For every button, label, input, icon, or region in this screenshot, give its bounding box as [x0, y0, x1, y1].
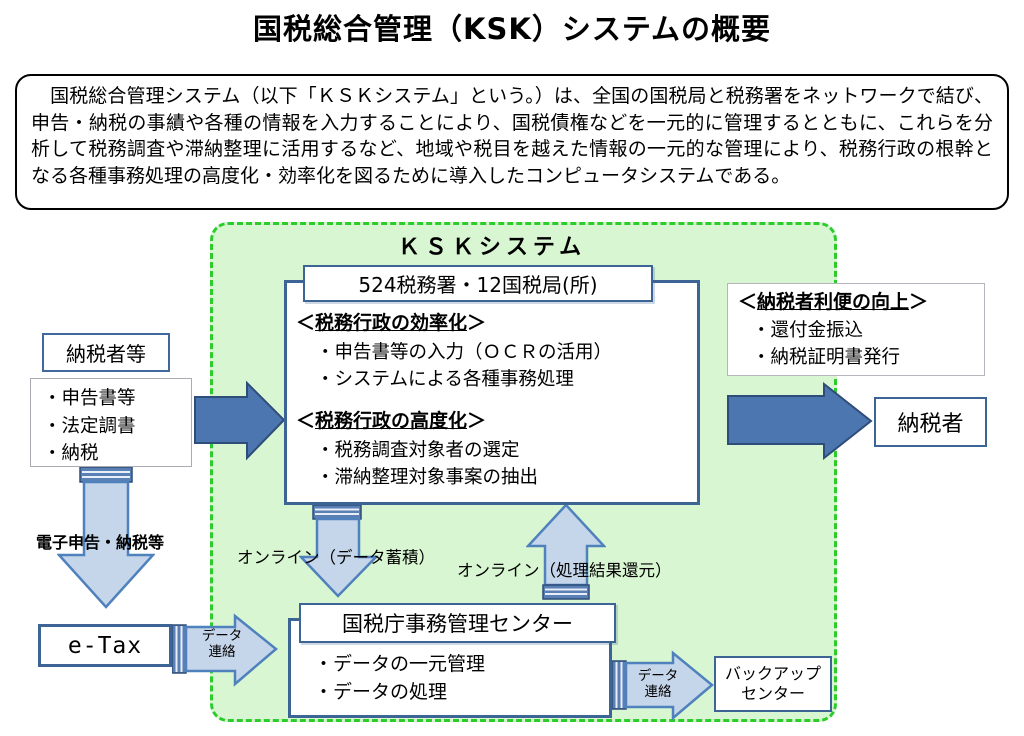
- efficiency-item: ・システムによる各種事務処理: [316, 369, 574, 390]
- benefit-heading: ＜納税者利便の向上＞: [738, 289, 984, 316]
- data-link-label-1-line2: 連絡: [208, 644, 236, 660]
- efiling-down-arrow: [57, 467, 155, 609]
- online-down-arrow: [299, 505, 379, 598]
- advancement-item: ・税務調査対象者の選定: [316, 440, 520, 461]
- nta-center-items: ・データの一元管理 ・データの処理: [314, 650, 485, 706]
- backup-center-box: バックアップ センター: [714, 656, 832, 712]
- data-link-label-2-line2: 連絡: [644, 684, 672, 700]
- bracket-open: ＜: [738, 291, 758, 313]
- input-flow-arrow: [194, 381, 286, 461]
- advancement-heading-text: 税務行政の高度化: [315, 410, 468, 432]
- data-link-label-1-line1: データ: [201, 628, 243, 644]
- taxpayer-source-label: 納税者等: [66, 342, 146, 366]
- efficiency-section: ＜税務行政の効率化＞ ・申告書等の入力（ＯＣＲの活用） ・システムによる各種事務…: [296, 310, 612, 393]
- nta-center-item: ・データの処理: [314, 681, 448, 703]
- taxpayer-benefit-box: ＜納税者利便の向上＞ ・還付金振込 ・納税証明書発行: [727, 283, 985, 376]
- online-up-label: オンライン（処理結果還元）: [457, 561, 672, 580]
- advancement-heading: ＜税務行政の高度化＞: [296, 408, 538, 435]
- input-item: ・申告書等: [43, 388, 136, 409]
- bracket-close: ＞: [909, 291, 929, 313]
- benefit-heading-text: 納税者利便の向上: [757, 291, 910, 313]
- taxpayer-source-box: 納税者等: [42, 333, 170, 372]
- nta-center-item: ・データの一元管理: [314, 653, 486, 675]
- taxpayer-inputs-box: ・申告書等 ・法定調書 ・納税: [30, 378, 192, 467]
- tax-offices-header-text: 524税務署・12国税局(所): [358, 273, 598, 297]
- tax-offices-header: 524税務署・12国税局(所): [303, 265, 653, 302]
- online-up-arrow: [526, 503, 606, 600]
- tax-offices-main-box: [284, 280, 700, 505]
- data-link-label-2-line1: データ: [637, 668, 679, 684]
- backup-center-line1: バックアップ: [724, 664, 821, 683]
- nta-center-header: 国税庁事務管理センター: [299, 603, 616, 643]
- data-link-arrow-backup: [612, 650, 714, 721]
- data-link-label-1: データ 連絡: [194, 628, 250, 660]
- advancement-item: ・滞納整理対象事案の抽出: [316, 467, 539, 488]
- efficiency-item: ・申告書等の入力（ＯＣＲの活用）: [316, 342, 613, 363]
- benefit-item: ・還付金振込: [752, 320, 864, 341]
- data-link-arrow-etax: [172, 613, 278, 687]
- benefit-item: ・納税証明書発行: [752, 347, 901, 368]
- advancement-section: ＜税務行政の高度化＞ ・税務調査対象者の選定 ・滞納整理対象事案の抽出: [296, 408, 538, 491]
- input-item: ・納税: [43, 443, 99, 464]
- taxpayer-destination-box: 納税者: [874, 397, 987, 447]
- backup-center-line2: センター: [740, 684, 805, 703]
- bracket-close: ＞: [467, 410, 487, 432]
- etax-box: e-Tax: [38, 624, 172, 667]
- bracket-open: ＜: [296, 312, 316, 334]
- taxpayer-destination-label: 納税者: [897, 412, 964, 437]
- ksk-system-zone-label: ＫＳＫシステム: [397, 235, 587, 260]
- efficiency-heading-text: 税務行政の効率化: [315, 312, 468, 334]
- input-item: ・法定調書: [43, 415, 136, 437]
- bracket-open: ＜: [296, 410, 316, 432]
- efiling-arrow-label: 電子申告・納税等: [36, 533, 165, 552]
- page-title: 国税総合管理（KSK）システムの概要: [253, 12, 771, 46]
- etax-label: e-Tax: [67, 632, 143, 659]
- data-link-label-2: データ 連絡: [630, 668, 686, 700]
- bracket-close: ＞: [467, 312, 487, 334]
- nta-center-header-text: 国税庁事務管理センター: [342, 612, 573, 636]
- output-flow-arrow: [727, 382, 873, 460]
- intro-description-text: 国税総合管理システム（以下「ＫＳＫシステム」という。）は、全国の国税局と税務署を…: [31, 85, 993, 187]
- efficiency-heading: ＜税務行政の効率化＞: [296, 310, 612, 337]
- online-down-label: オンライン（データ蓄積）: [237, 548, 435, 567]
- intro-description-box: 国税総合管理システム（以下「ＫＳＫシステム」という。）は、全国の国税局と税務署を…: [15, 74, 1009, 210]
